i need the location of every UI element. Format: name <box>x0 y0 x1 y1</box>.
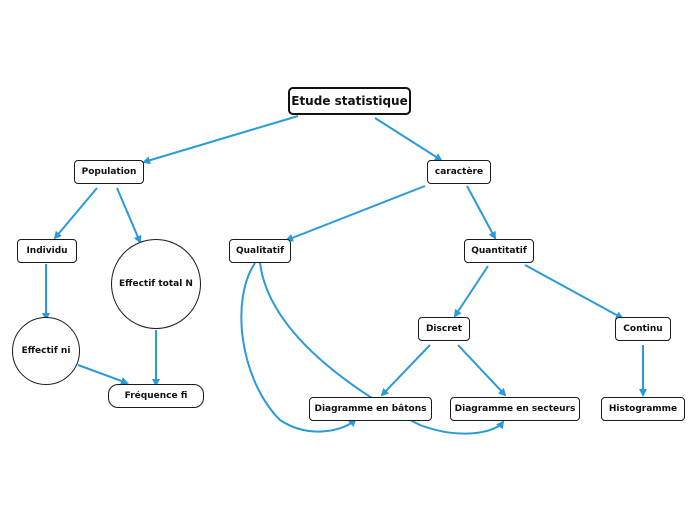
node-population[interactable]: Population <box>74 160 144 184</box>
edge-population-individu <box>53 187 98 240</box>
edge-discret-secteurs <box>457 344 507 397</box>
node-continu[interactable]: Continu <box>615 317 671 341</box>
node-frequence[interactable]: Fréquence fi <box>108 384 204 408</box>
node-effectif-ni[interactable]: Effectif ni <box>12 317 80 385</box>
edge-discret-batons <box>380 344 431 397</box>
edge-caractere-qualitatif <box>285 185 426 242</box>
edge-effectif-ni-frequence <box>77 364 129 385</box>
node-individu[interactable]: Individu <box>17 239 77 263</box>
edge-qualitatif-batons <box>240 262 357 433</box>
edge-quantitatif-discret <box>453 265 489 318</box>
edge-population-effectif-total <box>116 187 142 244</box>
node-effectif-total[interactable]: Effectif total N <box>111 239 201 329</box>
node-histogramme[interactable]: Histogramme <box>601 397 685 421</box>
edge-root-population <box>142 115 299 165</box>
node-quantitatif[interactable]: Quantitatif <box>464 239 534 263</box>
node-etude-statistique[interactable]: Etude statistique <box>288 87 411 115</box>
node-discret[interactable]: Discret <box>418 317 470 341</box>
node-diagramme-secteurs[interactable]: Diagramme en secteurs <box>450 397 580 421</box>
edge-root-caractere <box>374 117 443 162</box>
edge-quantitatif-continu <box>524 264 624 319</box>
edge-caractere-quantitatif <box>466 185 496 240</box>
node-qualitatif[interactable]: Qualitatif <box>229 239 291 263</box>
node-caractere[interactable]: caractère <box>427 160 491 184</box>
node-diagramme-batons[interactable]: Diagramme en bâtons <box>309 397 432 421</box>
